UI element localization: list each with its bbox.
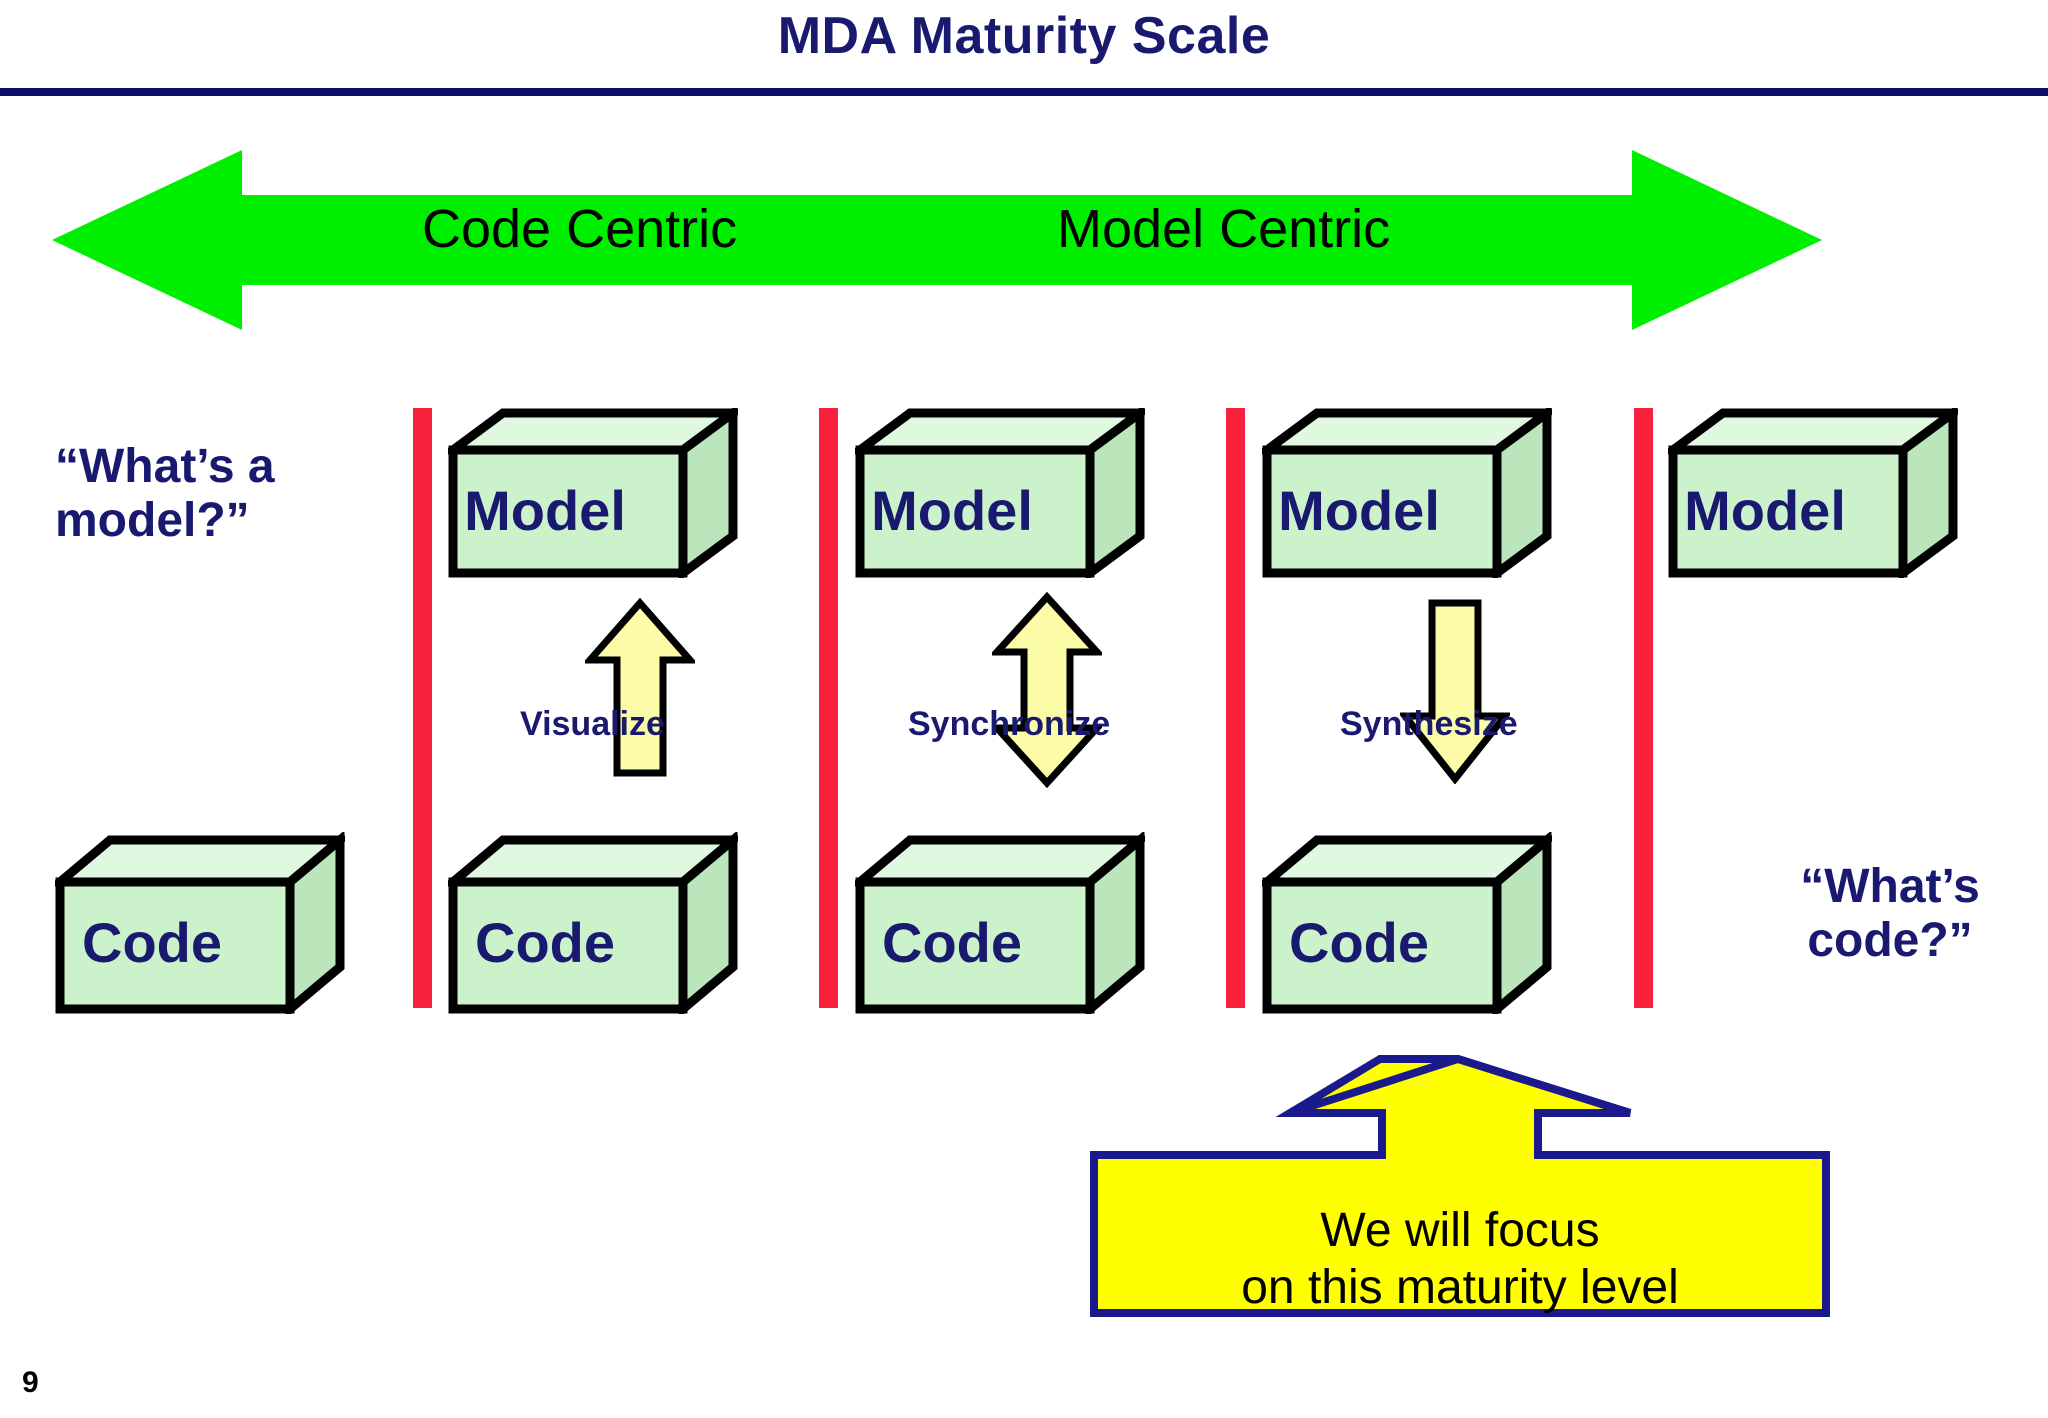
page-title: MDA Maturity Scale <box>777 7 1271 65</box>
model-box-level-4[interactable]: Model <box>1668 408 1958 578</box>
model-box-level-3[interactable]: Model <box>1262 408 1552 578</box>
transform-arrow-visualize <box>585 598 695 778</box>
page-number: 9 <box>22 1366 39 1399</box>
transform-label-synchronize: Synchronize <box>908 705 1111 743</box>
scale-label-model-centric: Model Centric <box>1057 199 1391 259</box>
code-box-level-1[interactable]: Code <box>448 832 738 1014</box>
transform-arrow-synchronize <box>992 592 1102 788</box>
transform-label-synthesize: Synthesize <box>1340 705 1518 743</box>
model-box-level-1[interactable]: Model <box>448 408 738 578</box>
arrow-up-icon <box>585 598 695 777</box>
callout-up-arrow-shape <box>1090 1055 1830 1317</box>
level-divider-2 <box>819 408 838 1008</box>
code-box-level-3[interactable]: Code <box>1262 832 1552 1014</box>
title-divider-rule <box>0 88 2048 96</box>
quote-whats-a-model: “What’s a model?” <box>55 440 275 547</box>
arrow-down-icon <box>1400 599 1510 784</box>
scale-label-code-centric: Code Centric <box>422 199 738 259</box>
level-divider-4 <box>1634 408 1653 1008</box>
transform-arrow-synthesize <box>1400 598 1510 784</box>
maturity-scale-arrow: Code Centric Model Centric <box>52 140 1822 340</box>
double-arrow-icon <box>52 150 1822 330</box>
focus-callout: We will focus on this maturity level <box>1090 1055 1830 1320</box>
transform-label-visualize: Visualize <box>520 705 665 743</box>
level-divider-1 <box>413 408 432 1008</box>
model-box-level-2[interactable]: Model <box>855 408 1145 578</box>
arrow-up-down-icon <box>992 592 1102 788</box>
quote-whats-code: “What’s code?” <box>1800 860 1980 967</box>
level-divider-3 <box>1226 408 1245 1008</box>
code-box-level-2[interactable]: Code <box>855 832 1145 1014</box>
code-box-level-0[interactable]: Code <box>55 832 345 1014</box>
